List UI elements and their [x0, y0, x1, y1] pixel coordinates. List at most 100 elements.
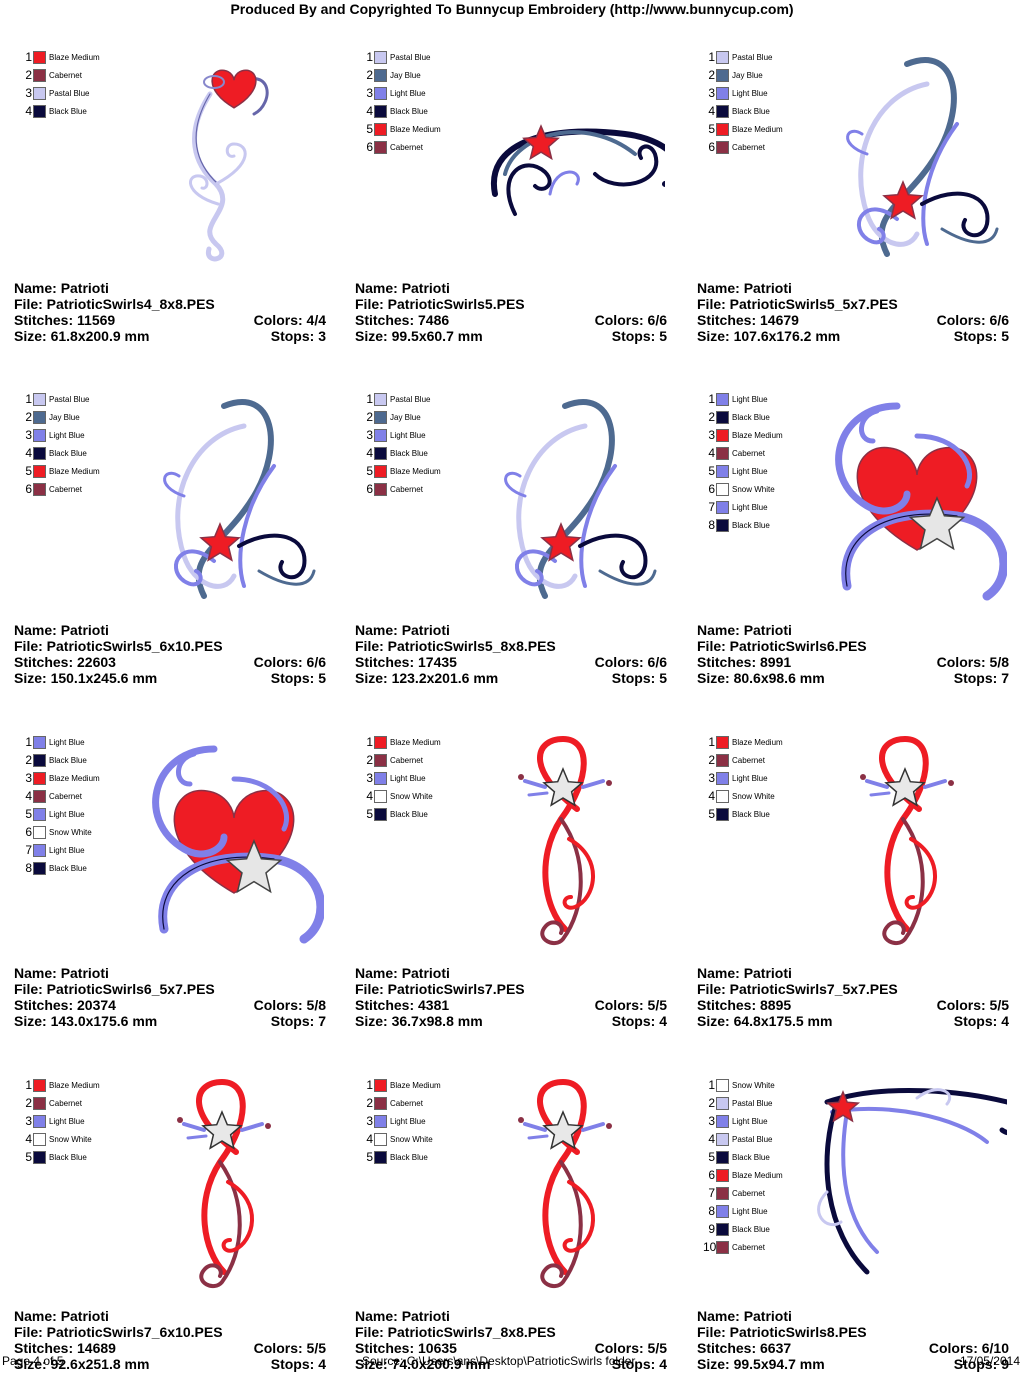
color-swatch [374, 735, 387, 749]
color-swatch [716, 500, 729, 514]
legend-number: 8 [25, 861, 32, 875]
color-swatch [716, 1222, 729, 1236]
color-swatch [374, 1114, 387, 1128]
design-colors: Colors: 6/10 [928, 1340, 1009, 1356]
color-swatch [374, 50, 387, 64]
design-colors: Colors: 5/5 [253, 1340, 326, 1356]
legend-color-name: Cabernet [390, 142, 423, 152]
color-swatch [374, 446, 387, 460]
legend-color-name: Pastal Blue [49, 88, 90, 98]
legend-number: 1 [25, 392, 32, 406]
color-swatch [33, 1078, 46, 1092]
embroidery-design-image [465, 729, 665, 951]
color-swatch [33, 464, 46, 478]
design-stitches: Stitches: 10635 [355, 1340, 457, 1356]
legend-color-name: Black Blue [732, 412, 770, 422]
legend-color-name: Light Blue [732, 773, 768, 783]
design-colors: Colors: 6/6 [594, 312, 667, 328]
color-swatch [716, 428, 729, 442]
legend-number: 6 [25, 825, 32, 839]
design-stitches: Stitches: 7486 [355, 312, 450, 328]
color-swatch [716, 410, 729, 424]
page-header: Produced By and Copyrighted To Bunnycup … [230, 1, 794, 17]
embroidery-design-image [124, 1072, 324, 1294]
legend-color-name: Cabernet [49, 70, 82, 80]
legend-color-name: Light Blue [732, 394, 768, 404]
color-swatch [33, 735, 46, 749]
embroidery-design-image [124, 386, 324, 608]
legend-color-name: Light Blue [732, 1116, 768, 1126]
legend-color-name: Light Blue [732, 466, 768, 476]
legend-number: 1 [25, 735, 32, 749]
legend-number: 5 [25, 464, 32, 478]
color-swatch [716, 1168, 729, 1182]
legend-color-name: Jay Blue [732, 70, 763, 80]
legend-number: 4 [25, 1132, 32, 1146]
color-swatch [716, 735, 729, 749]
legend-color-name: Light Blue [390, 430, 426, 440]
design-stops: Stops: 7 [270, 1013, 326, 1029]
page-number: Page 4 of 5 [2, 1354, 64, 1368]
color-swatch [716, 1204, 729, 1218]
legend-row: 3 Light Blue [361, 426, 441, 444]
design-stitches: Stitches: 14689 [14, 1340, 116, 1356]
color-swatch [33, 428, 46, 442]
design-name: Name: Patrioti [697, 280, 792, 296]
design-size: Size: 92.6x251.8 mm [14, 1356, 150, 1372]
legend-number: 3 [366, 428, 373, 442]
legend-row: 4 Snow White [20, 1130, 100, 1148]
legend-number: 4 [708, 446, 715, 460]
legend-number: 3 [708, 771, 715, 785]
color-swatch [716, 1132, 729, 1146]
color-swatch [716, 392, 729, 406]
legend-color-name: Snow White [49, 1134, 92, 1144]
design-size: Size: 99.5x94.7 mm [697, 1356, 825, 1372]
design-stitches: Stitches: 6637 [697, 1340, 792, 1356]
legend-row: 3 Light Blue [703, 769, 783, 787]
design-colors: Colors: 5/5 [594, 1340, 667, 1356]
legend-color-name: Blaze Medium [49, 773, 100, 783]
color-swatch [716, 50, 729, 64]
legend-color-name: Cabernet [49, 791, 82, 801]
legend-color-name: Blaze Medium [732, 124, 783, 134]
color-swatch [716, 1096, 729, 1110]
legend-color-name: Light Blue [732, 502, 768, 512]
legend-number: 6 [708, 1168, 715, 1182]
design-colors: Colors: 5/5 [594, 997, 667, 1013]
legend-number: 1 [708, 392, 715, 406]
design-colors: Colors: 6/6 [594, 654, 667, 670]
color-swatch [33, 753, 46, 767]
legend-number: 3 [366, 86, 373, 100]
design-size: Size: 150.1x245.6 mm [14, 670, 158, 686]
legend-color-name: Cabernet [732, 1188, 765, 1198]
design-name: Name: Patrioti [355, 965, 450, 981]
legend-number: 3 [366, 1114, 373, 1128]
color-swatch [716, 140, 729, 154]
legend-number: 2 [366, 410, 373, 424]
legend-number: 6 [708, 140, 715, 154]
embroidery-design-image [465, 386, 665, 608]
legend-color-name: Pastal Blue [732, 1098, 773, 1108]
